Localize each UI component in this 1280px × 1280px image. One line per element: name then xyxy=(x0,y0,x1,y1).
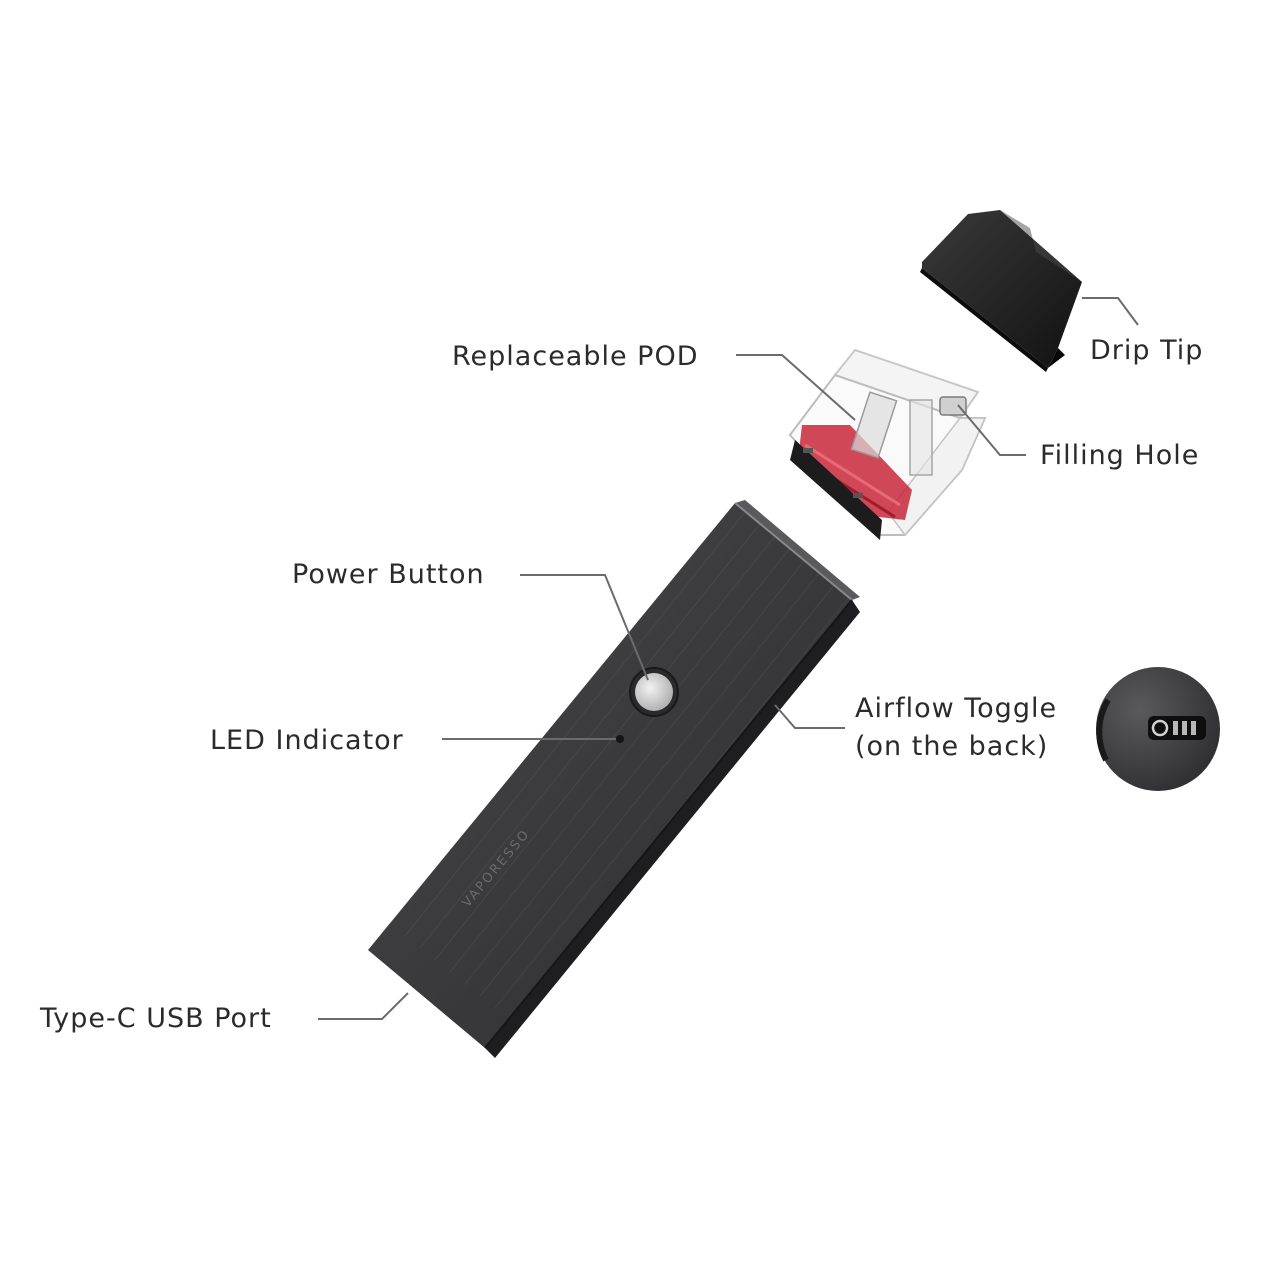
label-replaceable-pod: Replaceable POD xyxy=(452,338,699,376)
airflow-toggle-closeup xyxy=(1096,667,1220,791)
leader-airflow-toggle xyxy=(775,705,845,728)
label-airflow-toggle: Airflow Toggle xyxy=(855,690,1057,728)
label-drip-tip: Drip Tip xyxy=(1090,332,1203,370)
label-usb-port: Type-C USB Port xyxy=(40,1000,272,1038)
filling-hole-plug xyxy=(940,397,966,415)
power-button[interactable] xyxy=(630,668,678,716)
label-airflow-toggle-note: (on the back) xyxy=(855,728,1048,766)
leader-drip-tip xyxy=(1082,298,1138,325)
label-power-button: Power Button xyxy=(292,556,485,594)
leader-usb-port xyxy=(318,993,408,1019)
label-filling-hole: Filling Hole xyxy=(1040,437,1199,475)
replaceable-pod xyxy=(790,350,985,540)
drip-tip xyxy=(920,210,1082,372)
led-indicator-dot xyxy=(616,735,624,743)
label-led-indicator: LED Indicator xyxy=(210,722,404,760)
